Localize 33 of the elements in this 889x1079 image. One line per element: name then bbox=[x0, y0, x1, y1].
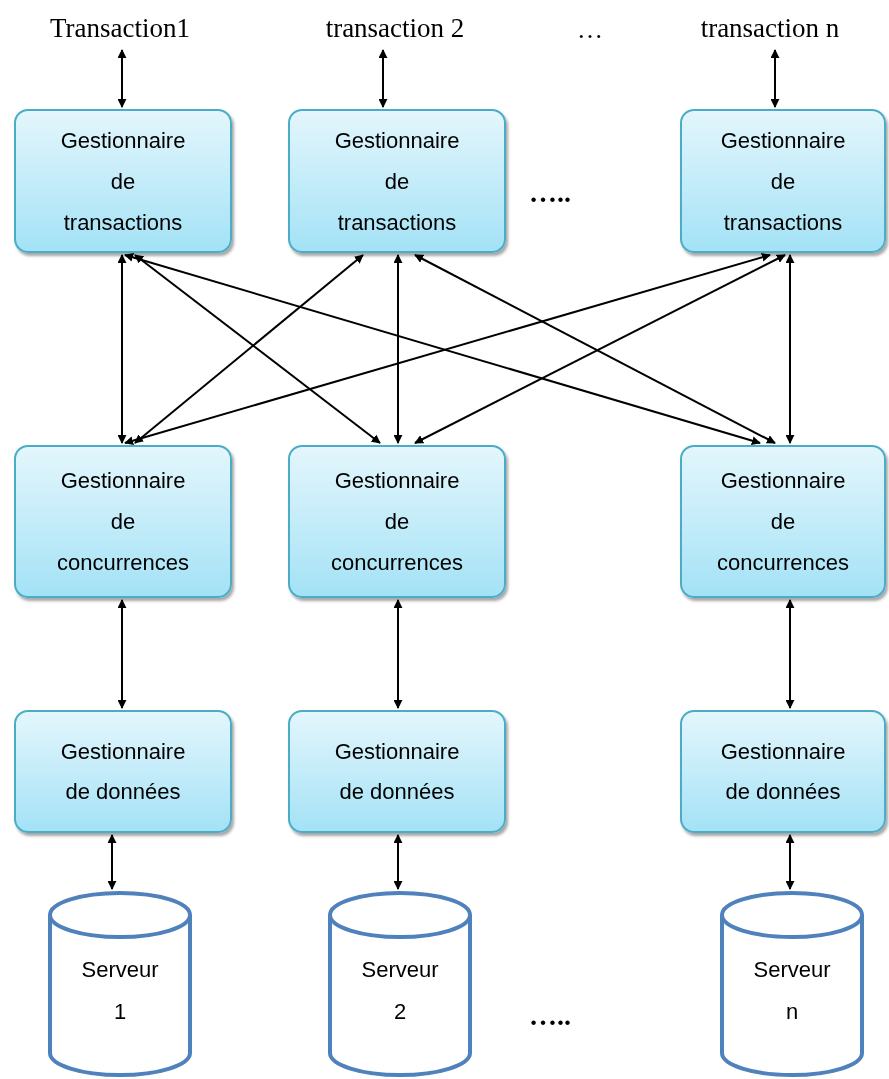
ellipsis-label: ….. bbox=[528, 999, 572, 1033]
manager-box: Gestionnaire de données bbox=[288, 710, 506, 833]
manager-box: Gestionnaire de transactions bbox=[14, 109, 232, 253]
ellipsis-label: ….. bbox=[528, 176, 572, 210]
double-arrow bbox=[770, 49, 780, 108]
server-cylinder bbox=[720, 891, 864, 1077]
double-arrow bbox=[785, 599, 795, 709]
double-arrow bbox=[393, 599, 403, 709]
double-arrow bbox=[785, 834, 795, 890]
manager-box: Gestionnaire de données bbox=[680, 710, 886, 833]
double-arrow bbox=[378, 49, 388, 108]
transaction-label: Transaction1 bbox=[20, 8, 220, 48]
manager-box: Gestionnaire de concurrences bbox=[14, 445, 232, 598]
manager-box: Gestionnaire de transactions bbox=[680, 109, 886, 253]
manager-box: Gestionnaire de concurrences bbox=[288, 445, 506, 598]
double-arrow bbox=[117, 49, 127, 108]
manager-box: Gestionnaire de transactions bbox=[288, 109, 506, 253]
double-arrow bbox=[107, 834, 117, 890]
ellipsis-label: … bbox=[576, 14, 604, 46]
transaction-label: transaction 2 bbox=[295, 8, 495, 48]
double-arrow bbox=[785, 254, 795, 444]
manager-box: Gestionnaire de concurrences bbox=[680, 445, 886, 598]
node-label: Serveur n bbox=[752, 956, 832, 1026]
manager-box: Gestionnaire de données bbox=[14, 710, 232, 833]
node-label: Serveur 2 bbox=[360, 956, 440, 1026]
double-arrow bbox=[393, 254, 403, 444]
double-arrow bbox=[393, 834, 403, 890]
server-cylinder bbox=[48, 891, 192, 1077]
server-cylinder bbox=[328, 891, 472, 1077]
double-arrow bbox=[117, 254, 127, 444]
node-label: Serveur 1 bbox=[80, 956, 160, 1026]
transaction-label: transaction n bbox=[655, 8, 885, 48]
double-arrow bbox=[117, 599, 127, 709]
